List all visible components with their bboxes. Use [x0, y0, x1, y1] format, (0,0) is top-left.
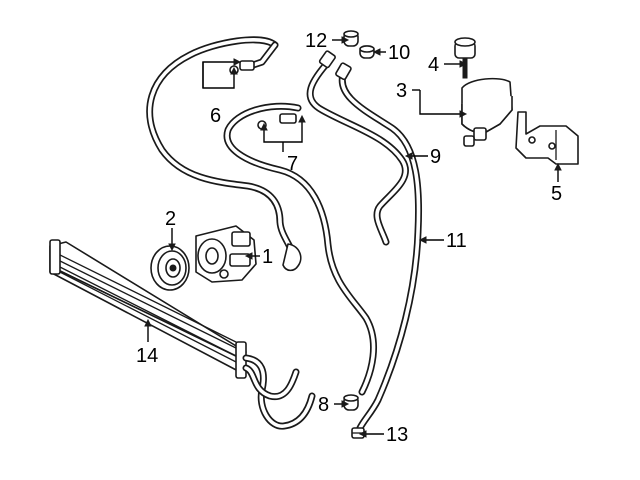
callout-2: 2: [165, 208, 176, 230]
callout-10: 10: [388, 42, 410, 64]
arrowheads: [144, 36, 562, 438]
clamp-8: [343, 394, 359, 411]
callout-13: 13: [386, 424, 408, 446]
callout-4: 4: [428, 54, 439, 76]
callout-labels: 1 2 3 4 5 6 7 8 9 10 11 12 13 14: [136, 30, 562, 446]
callout-3: 3: [396, 80, 407, 102]
callout-5: 5: [551, 183, 562, 205]
reservoir-cap-4: [454, 37, 476, 79]
hose-9: [306, 50, 409, 246]
power-steering-pump-1: [195, 225, 257, 283]
reservoir-3: [461, 77, 513, 147]
clamp-10: [359, 45, 375, 59]
callout-8: 8: [318, 394, 329, 416]
callout-1: 1: [262, 246, 273, 268]
callout-12: 12: [305, 30, 327, 52]
callout-6: 6: [210, 105, 221, 127]
hose-6: [146, 36, 302, 272]
callout-14: 14: [136, 345, 158, 367]
callout-11: 11: [446, 230, 467, 252]
bracket-5: [515, 111, 579, 165]
callout-9: 9: [430, 146, 441, 168]
hose-11: [335, 62, 423, 432]
oil-cooler-14: [49, 239, 316, 430]
hose-7: [223, 102, 378, 396]
pulley-2: [150, 245, 190, 291]
leader-lines: [147, 39, 559, 435]
callout-7: 7: [287, 153, 298, 175]
